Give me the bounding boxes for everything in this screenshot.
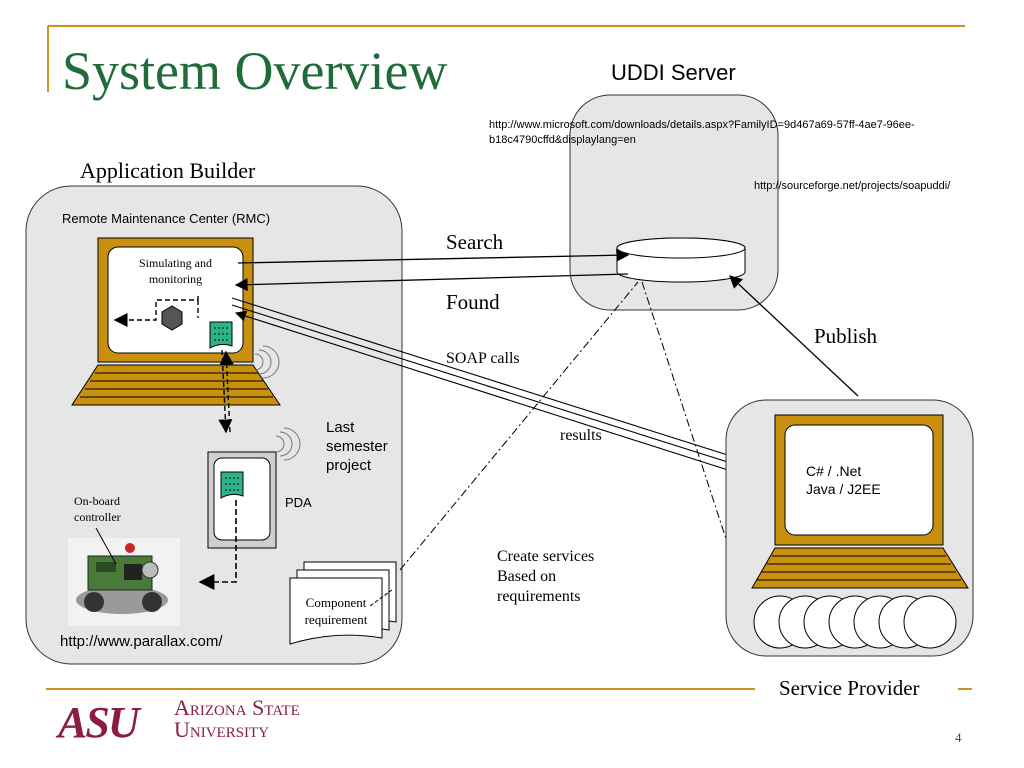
service-circles [753, 595, 957, 649]
pda-icon [207, 451, 277, 549]
rmc-label: Remote Maintenance Center (RMC) [62, 211, 271, 226]
pda-label: PDA [285, 495, 312, 510]
last-semester-line-2: semester [326, 438, 388, 455]
parallax-url[interactable]: http://www.parallax.com/ [60, 633, 223, 650]
last-semester-line-1: Last [326, 419, 355, 436]
last-semester-label: Last semester project [326, 418, 388, 475]
create-services-label: Create services Based on requirements [497, 547, 594, 607]
onboard-line-2: controller [74, 510, 121, 524]
publish-label: Publish [814, 324, 878, 348]
component-requirement-label: Component requirement [290, 594, 382, 628]
results-label: results [560, 427, 602, 444]
onboard-controller-label: On-board controller [74, 493, 121, 525]
sim-line-2: monitoring [148, 272, 203, 286]
onboard-line-1: On-board [74, 494, 120, 508]
sp-line-2: Java / J2EE [806, 481, 881, 497]
robot-photo [68, 538, 180, 626]
service-provider-computer-icon [751, 414, 969, 589]
found-arrow [234, 273, 629, 292]
requirement-to-uddi-line [399, 281, 639, 571]
asu-logo-text: Arizona State University [174, 697, 300, 741]
component-requirement-docs [289, 561, 397, 645]
found-label: Found [446, 290, 500, 314]
create-line-1: Create services [497, 548, 595, 565]
database-icon [616, 237, 746, 283]
service-provider-label: Service Provider [779, 676, 920, 700]
create-line-2: Based on [497, 568, 557, 585]
robot-shape-icon [161, 305, 183, 331]
create-line-3: requirements [497, 588, 581, 605]
sim-line-1: Simulating and [139, 256, 212, 270]
uddi-url-sourceforge[interactable]: http://sourceforge.net/projects/soapuddi… [754, 180, 951, 192]
data-file-icon-rmc [209, 321, 233, 349]
simulating-monitoring-label: Simulating and monitoring [118, 255, 233, 287]
wireless-signal-icon-pda [275, 427, 301, 461]
slide-title: System Overview [62, 41, 448, 101]
pda-link-arrows [198, 349, 237, 590]
asu-logo-line-1: Arizona State [174, 695, 300, 720]
application-builder-label: Application Builder [80, 158, 256, 183]
service-provider-tech-label: C# / .Net Java / J2EE [806, 462, 881, 498]
sp-line-1: C# / .Net [806, 463, 862, 479]
asu-logo-mark: ASU [58, 698, 140, 747]
last-semester-line-3: project [326, 457, 372, 474]
soap-calls-arrow [231, 297, 777, 478]
soap-calls-label: SOAP calls [446, 350, 520, 367]
uddi-url-microsoft-line1[interactable]: http://www.microsoft.com/downloads/detai… [489, 119, 915, 131]
header-decoration [47, 25, 965, 92]
page-number: 4 [955, 730, 962, 745]
publish-arrow [729, 275, 859, 397]
search-label: Search [446, 230, 504, 254]
asu-logo-line-2: University [174, 717, 270, 742]
uddi-server-label: UDDI Server [611, 60, 736, 85]
component-pointer [369, 589, 393, 607]
component-line-1: Component [305, 595, 367, 610]
uddi-url-microsoft-line2[interactable]: b18c4790cffd&displaylang=en [489, 134, 636, 146]
wireless-signal-icon-rmc [254, 345, 280, 379]
results-arrow [234, 310, 776, 486]
simulation-dashed-lines [113, 296, 199, 327]
component-line-2: requirement [304, 612, 368, 627]
search-arrow [237, 248, 630, 264]
controller-pointer [95, 527, 117, 565]
